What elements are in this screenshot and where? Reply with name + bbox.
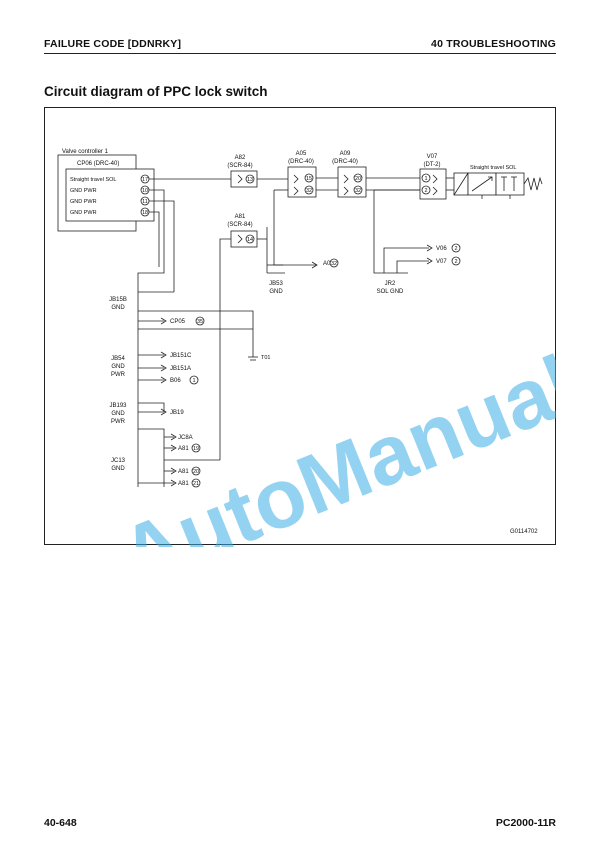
t01-label: T01 — [261, 355, 270, 361]
jb54-name: JB54 — [111, 356, 125, 362]
controller-pin-4: 18 — [142, 210, 148, 216]
jb151a-label: JB151A — [170, 366, 191, 372]
jb15b-name: JB15B — [109, 297, 127, 303]
jb193-sub2: PWR — [111, 419, 126, 425]
jb19-label: JB19 — [170, 410, 184, 416]
v07-name: V07 — [427, 154, 438, 160]
controller-pin-1: 17 — [142, 177, 148, 183]
a81-ref3: A81 — [178, 481, 189, 487]
a81-ref2-pin: 20 — [193, 469, 199, 475]
b06-ref: B06 — [170, 378, 181, 384]
jb53-name: JB53 — [269, 281, 283, 287]
jb15b-sub: GND — [111, 305, 125, 311]
solenoid-valve-symbol — [453, 172, 543, 199]
cp05-ref-pin: 35 — [197, 319, 203, 325]
a81-ref1-pin: 19 — [193, 446, 199, 452]
jr2-sub: SOL GND — [377, 289, 404, 295]
b06-ref-pin: 1 — [192, 378, 195, 384]
a81-pin: 14 — [247, 237, 253, 243]
controller-pin-3: 11 — [142, 199, 148, 205]
jc8a-label: JC8A — [178, 435, 193, 441]
header-section: 40 TROUBLESHOOTING — [431, 38, 556, 50]
a81-ref2: A81 — [178, 469, 189, 475]
controller-pin-2: 10 — [142, 188, 148, 194]
solenoid-label: Straight travel SOL — [470, 165, 516, 171]
a82-pin: 13 — [247, 177, 253, 183]
a05-type: (DRC-40) — [288, 159, 314, 165]
a81-type: (SCR-84) — [227, 222, 252, 228]
a05-name: A05 — [296, 151, 307, 157]
jb193-name: JB193 — [109, 403, 127, 409]
controller-pin-label-4: GND PWR — [70, 210, 97, 216]
a81-name: A81 — [235, 214, 246, 220]
jb54-sub1: GND — [111, 364, 125, 370]
header-rule — [44, 53, 556, 54]
jb193-sub1: GND — [111, 411, 125, 417]
a82-type: (SCR-84) — [227, 163, 252, 169]
jb54-sub2: PWR — [111, 372, 126, 378]
header-failure-code: FAILURE CODE [DDNRKY] — [44, 38, 182, 50]
controller-connector-frame — [65, 168, 155, 222]
diagram-frame — [44, 107, 556, 545]
v07-pin-top: 1 — [424, 176, 427, 182]
controller-pin-label-2: GND PWR — [70, 188, 97, 194]
a09-pin-bot: 32 — [355, 188, 361, 194]
controller-pins: Straight travel SOL GND PWR GND PWR GND … — [70, 174, 150, 217]
jb151c-label: JB151C — [170, 353, 192, 359]
a05-ref-pin: 32 — [331, 261, 337, 267]
page-number: 40-648 — [44, 817, 77, 829]
jc13-sub: GND — [111, 466, 125, 472]
cp05-ref: CP05 — [170, 319, 186, 325]
controller-name: Valve controller 1 — [62, 149, 109, 155]
circuit-diagram: Valve controller 1 CP06 (DRC-40) Straigh… — [44, 107, 556, 547]
jr2-name: JR2 — [385, 281, 396, 287]
a09-type: (DRC-40) — [332, 159, 358, 165]
a09-connector — [337, 166, 367, 198]
a05-pin-top: 15 — [306, 176, 312, 182]
v06-ref: V06 — [436, 246, 447, 252]
controller-pin-label-1: Straight travel SOL — [70, 177, 116, 183]
jb53-sub: GND — [269, 289, 283, 295]
a05-ref: A05 — [323, 261, 334, 267]
controller-pin-label-3: GND PWR — [70, 199, 97, 205]
model-number: PC2000-11R — [495, 817, 556, 829]
a81-ref1: A81 — [178, 446, 189, 452]
v07-type: (DT-2) — [424, 162, 441, 168]
a09-name: A09 — [340, 151, 351, 157]
v07-ref-pin: 2 — [454, 259, 457, 265]
a05-pin-bot: 32 — [306, 188, 312, 194]
figure-id: G0114702 — [510, 529, 538, 535]
jc13-name: JC13 — [111, 458, 126, 464]
v06-ref-pin: 2 — [454, 246, 457, 252]
v07-pin-bot: 2 — [424, 188, 427, 194]
a82-name: A82 — [235, 155, 246, 161]
a09-pin-top: 20 — [355, 176, 361, 182]
v07-ref: V07 — [436, 259, 447, 265]
page-title: Circuit diagram of PPC lock switch — [44, 84, 268, 99]
a81-ref3-pin: 21 — [193, 481, 199, 487]
controller-connector: CP06 (DRC-40) — [77, 161, 119, 167]
